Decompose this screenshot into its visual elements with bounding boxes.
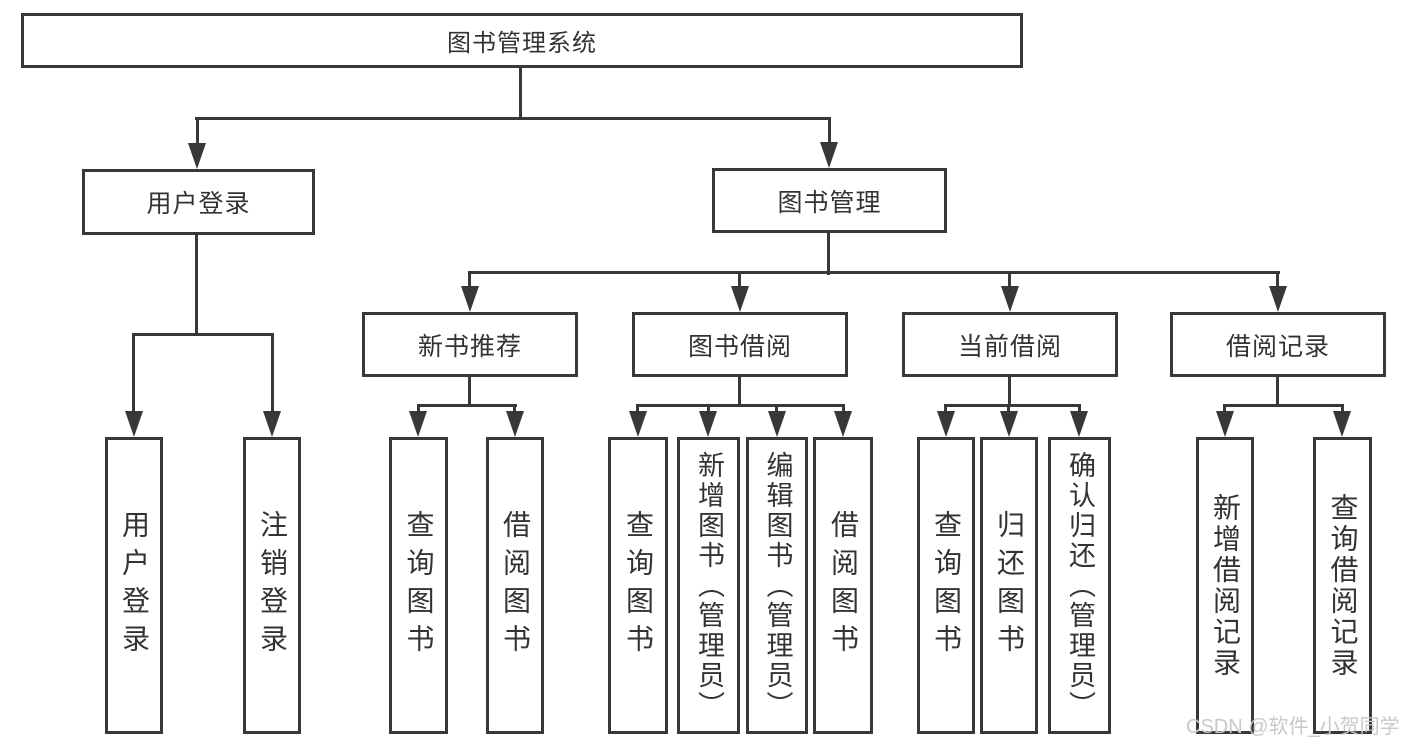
- connector-g3-drop3: [1078, 404, 1081, 416]
- connector-root-stem: [519, 66, 522, 120]
- node-current-borrowing: 当前借阅: [902, 312, 1118, 377]
- connector-g4-drop2: [1341, 404, 1344, 416]
- node-library-management-system: 图书管理系统: [21, 13, 1023, 68]
- arrowhead: [1269, 286, 1287, 312]
- leaf-edit-books-admin-label: 编辑图书（管理员）: [762, 450, 793, 721]
- node-new-book-recommendation-label: 新书推荐: [417, 332, 522, 361]
- node-user-login-label: 用户登录: [146, 190, 251, 218]
- node-book-management: 图书管理: [712, 168, 947, 233]
- leaf-borrow-books-1: 借阅图书: [486, 437, 544, 734]
- leaf-query-borrow-record-label: 查询借阅记录: [1327, 492, 1359, 679]
- connector-user-login-stem: [195, 235, 198, 336]
- leaf-confirm-return-admin: 确认归还（管理员）: [1048, 437, 1111, 734]
- leaf-logout: 注销登录: [243, 437, 301, 734]
- leaf-confirm-return-admin-label: 确认归还（管理员）: [1065, 450, 1095, 721]
- leaf-user-login: 用户登录: [105, 437, 163, 734]
- leaf-query-books-2-label: 查询图书: [623, 509, 654, 662]
- connector-drop-book-borrow: [738, 271, 741, 288]
- arrowhead: [1070, 411, 1088, 437]
- arrowhead: [409, 411, 427, 437]
- leaf-query-borrow-record: 查询借阅记录: [1313, 437, 1372, 734]
- connector-g2-drop4: [842, 404, 845, 416]
- leaf-borrow-books-1-label: 借阅图书: [500, 509, 531, 662]
- leaf-add-borrow-record: 新增借阅记录: [1196, 437, 1254, 734]
- arrowhead: [1001, 286, 1019, 312]
- arrowhead: [834, 411, 852, 437]
- csdn-watermark: CSDN @软件_小贺同学: [1186, 716, 1400, 738]
- arrowhead: [1000, 411, 1018, 437]
- leaf-edit-books-admin: 编辑图书（管理员）: [746, 437, 808, 734]
- arrowhead: [699, 411, 717, 437]
- arrowhead: [461, 286, 479, 312]
- leaf-query-books-3-label: 查询图书: [931, 509, 962, 662]
- arrowhead: [263, 411, 281, 437]
- connector-g4-branch: [1223, 404, 1344, 407]
- arrowhead: [1333, 411, 1351, 437]
- connector-drop-book-mgmt: [828, 117, 831, 144]
- leaf-borrow-books-2: 借阅图书: [813, 437, 873, 734]
- connector-g1-stem: [468, 377, 471, 407]
- connector-g2-branch: [636, 404, 845, 407]
- arrowhead: [1216, 411, 1234, 437]
- leaf-logout-label: 注销登录: [257, 509, 288, 662]
- connector-g3-drop2: [1007, 404, 1010, 416]
- connector-root-branch: [195, 117, 831, 120]
- leaf-query-books-1: 查询图书: [389, 437, 448, 734]
- node-book-borrowing: 图书借阅: [632, 312, 848, 377]
- leaf-add-books-admin: 新增图书（管理员）: [677, 437, 740, 734]
- arrowhead: [125, 411, 143, 437]
- connector-g1-drop1: [417, 404, 420, 416]
- arrowhead: [188, 143, 206, 169]
- arrowhead: [820, 142, 838, 168]
- node-book-management-label: 图书管理: [777, 188, 882, 217]
- arrowhead: [629, 411, 647, 437]
- arrowhead: [731, 286, 749, 312]
- connector-g2-stem: [738, 377, 741, 407]
- leaf-add-books-admin-label: 新增图书（管理员）: [694, 450, 724, 721]
- connector-g4-stem: [1276, 377, 1279, 407]
- connector-g1-drop2: [513, 404, 516, 416]
- arrowhead: [506, 411, 524, 437]
- connector-drop-borrow-record: [1276, 271, 1279, 288]
- leaf-query-books-2: 查询图书: [608, 437, 668, 734]
- connector-g2-drop2: [707, 404, 710, 416]
- node-borrowing-records: 借阅记录: [1170, 312, 1386, 377]
- node-new-book-recommendation: 新书推荐: [362, 312, 578, 377]
- connector-drop-user-login: [196, 117, 199, 145]
- connector-drop-leaf-logout: [271, 333, 274, 413]
- node-book-borrowing-label: 图书借阅: [687, 332, 792, 361]
- arrowhead: [768, 411, 786, 437]
- connector-user-login-branch: [132, 333, 274, 336]
- connector-g4-drop1: [1223, 404, 1226, 416]
- node-library-management-system-label: 图书管理系统: [447, 30, 597, 57]
- leaf-query-books-3: 查询图书: [917, 437, 975, 734]
- connector-book-mgmt-branch: [468, 271, 1280, 274]
- node-user-login: 用户登录: [82, 169, 315, 235]
- leaf-return-books-label: 归还图书: [994, 509, 1025, 662]
- connector-g2-drop3: [775, 404, 778, 416]
- connector-book-mgmt-stem: [827, 233, 830, 275]
- arrowhead: [937, 411, 955, 437]
- connector-g1-branch: [417, 404, 517, 407]
- leaf-borrow-books-2-label: 借阅图书: [828, 509, 859, 662]
- node-current-borrowing-label: 当前借阅: [957, 332, 1062, 361]
- connector-g3-branch: [944, 404, 1081, 407]
- leaf-add-borrow-record-label: 新增借阅记录: [1210, 492, 1241, 679]
- leaf-user-login-label: 用户登录: [119, 509, 150, 662]
- leaf-query-books-1-label: 查询图书: [403, 509, 435, 662]
- connector-g3-stem: [1008, 377, 1011, 407]
- connector-g2-drop1: [636, 404, 639, 416]
- leaf-return-books: 归还图书: [980, 437, 1038, 734]
- connector-drop-current-borrow: [1008, 271, 1011, 288]
- connector-drop-new-book-rec: [468, 271, 471, 288]
- node-borrowing-records-label: 借阅记录: [1225, 332, 1330, 361]
- connector-g3-drop1: [944, 404, 947, 416]
- connector-drop-leaf-user-login: [132, 333, 135, 413]
